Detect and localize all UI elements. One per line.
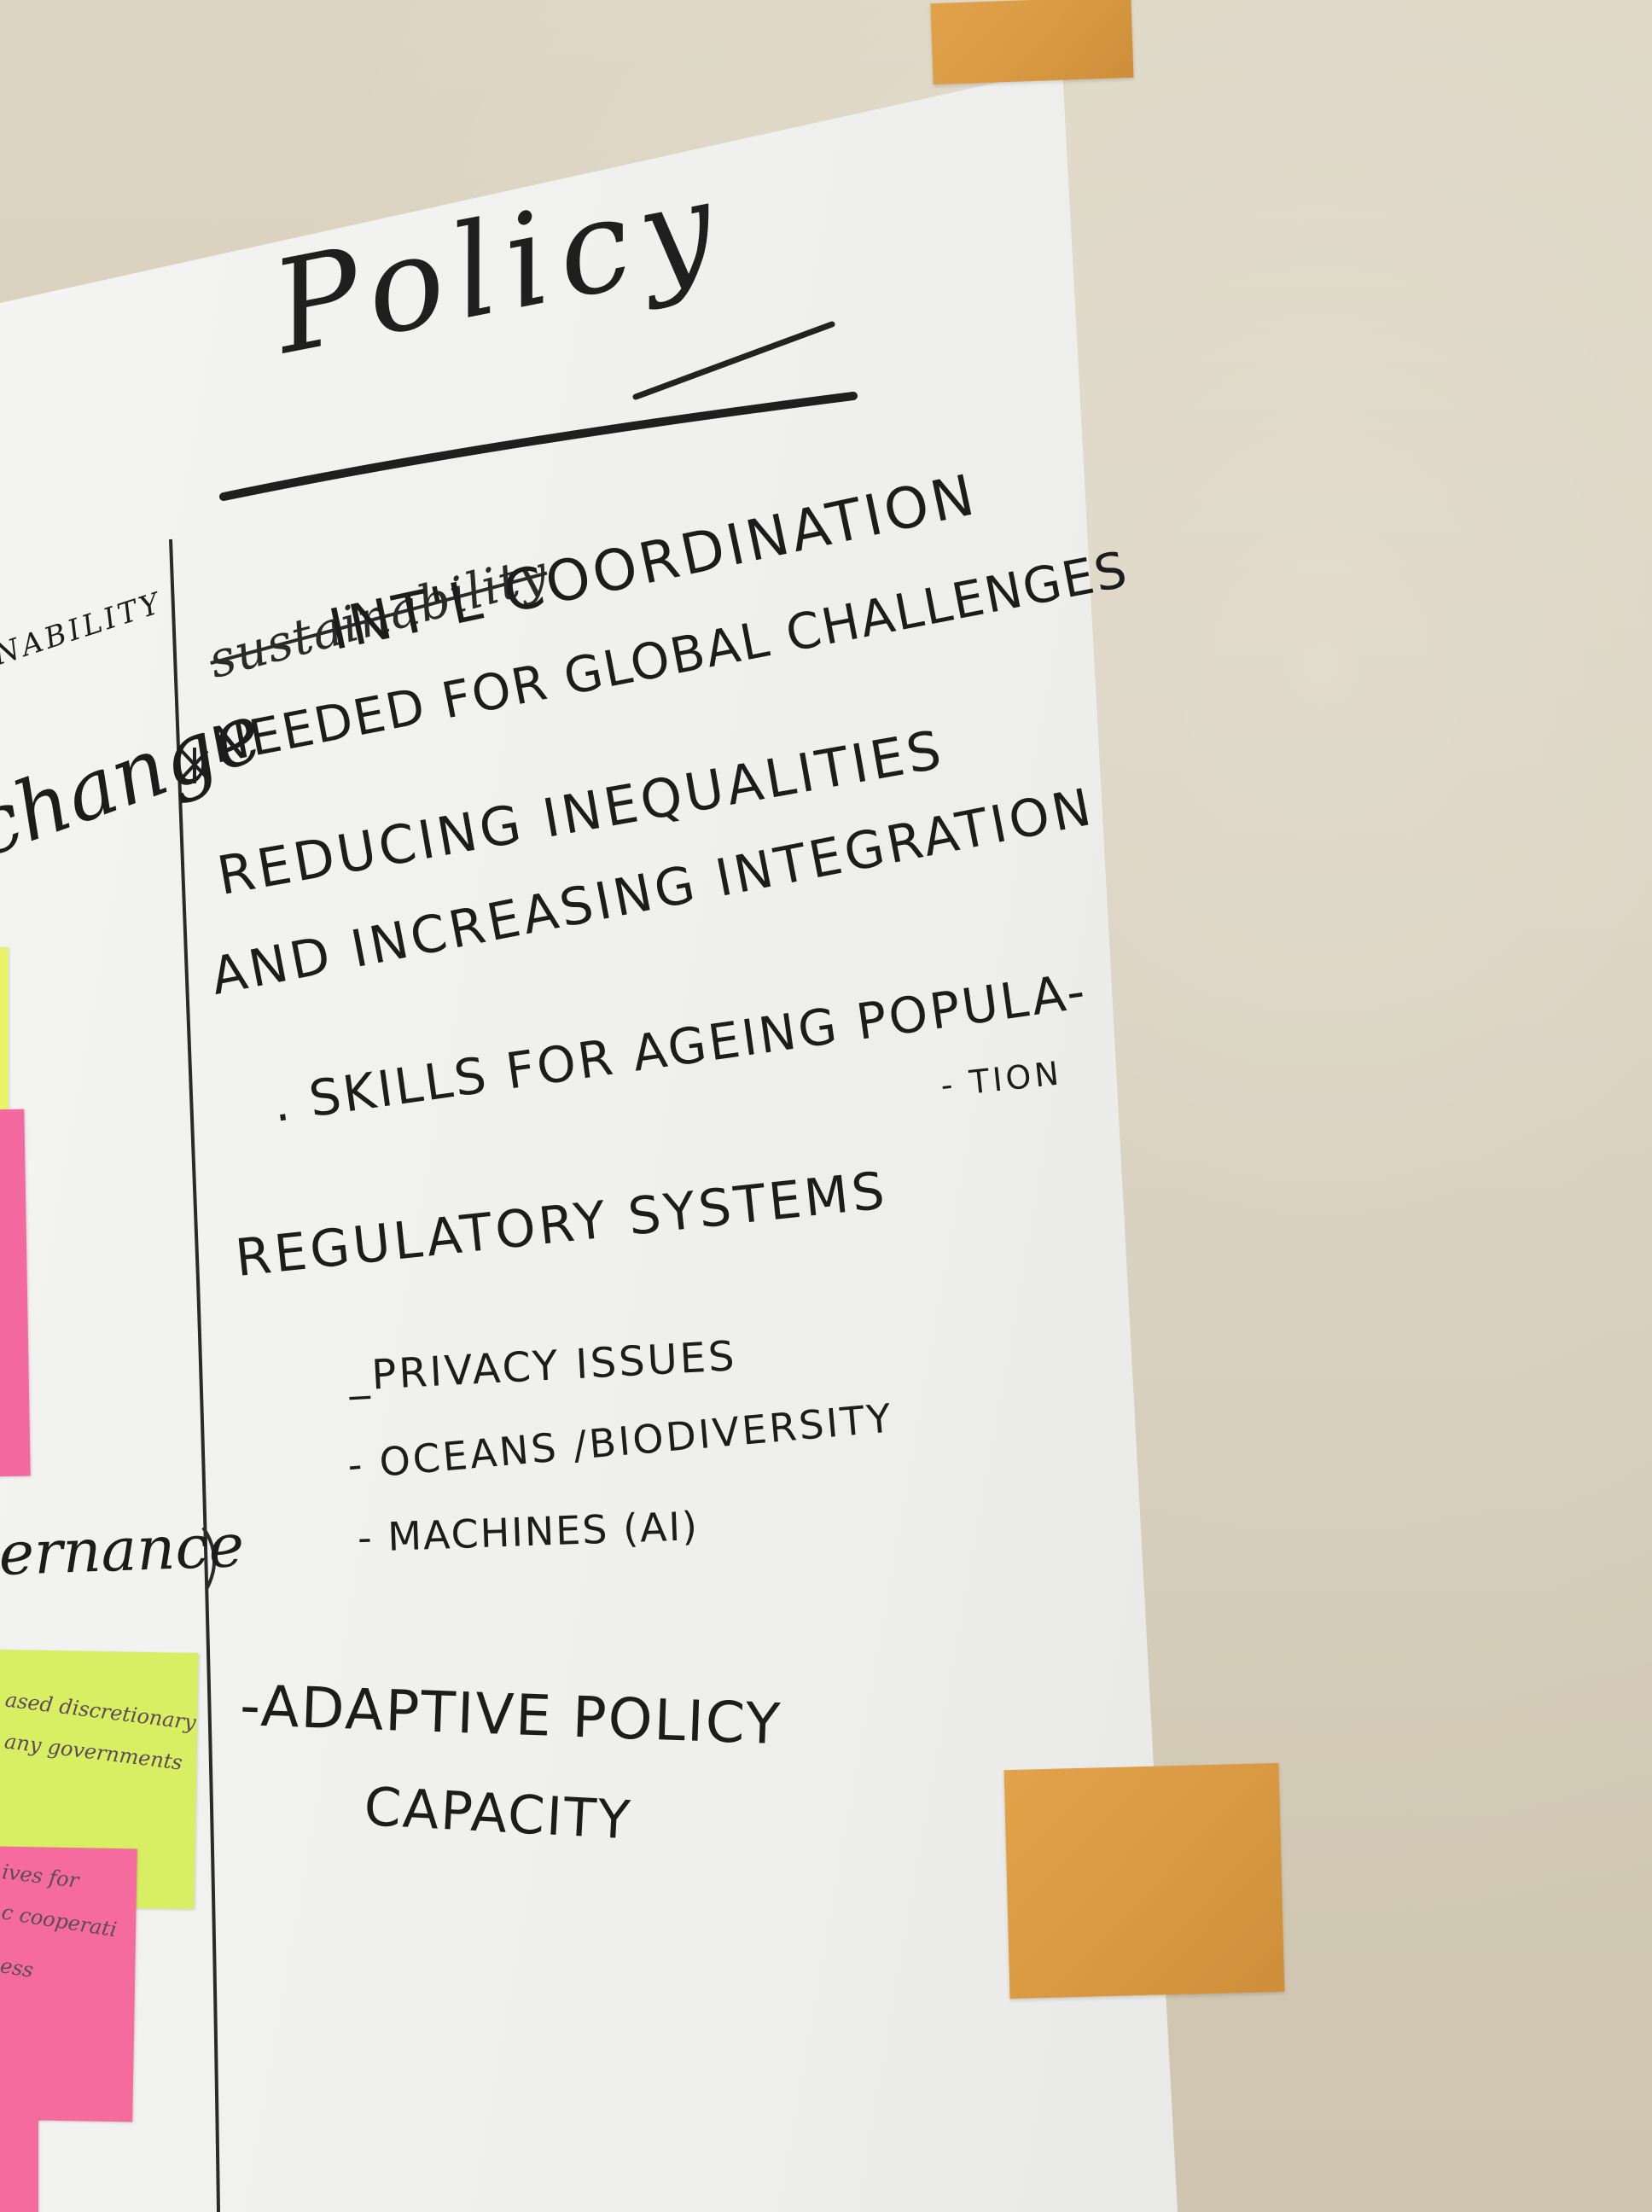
governance-bracket <box>201 1526 217 1590</box>
left-label-governance: ernance <box>0 1511 246 1589</box>
sticky-note-yellow-top <box>0 947 9 1161</box>
column-divider-line <box>169 538 220 2212</box>
sticky-note-pink-bottom <box>0 2116 38 2212</box>
title-underline-upper <box>632 321 835 400</box>
title-underline <box>219 392 858 501</box>
asterisk-mark <box>180 748 209 783</box>
